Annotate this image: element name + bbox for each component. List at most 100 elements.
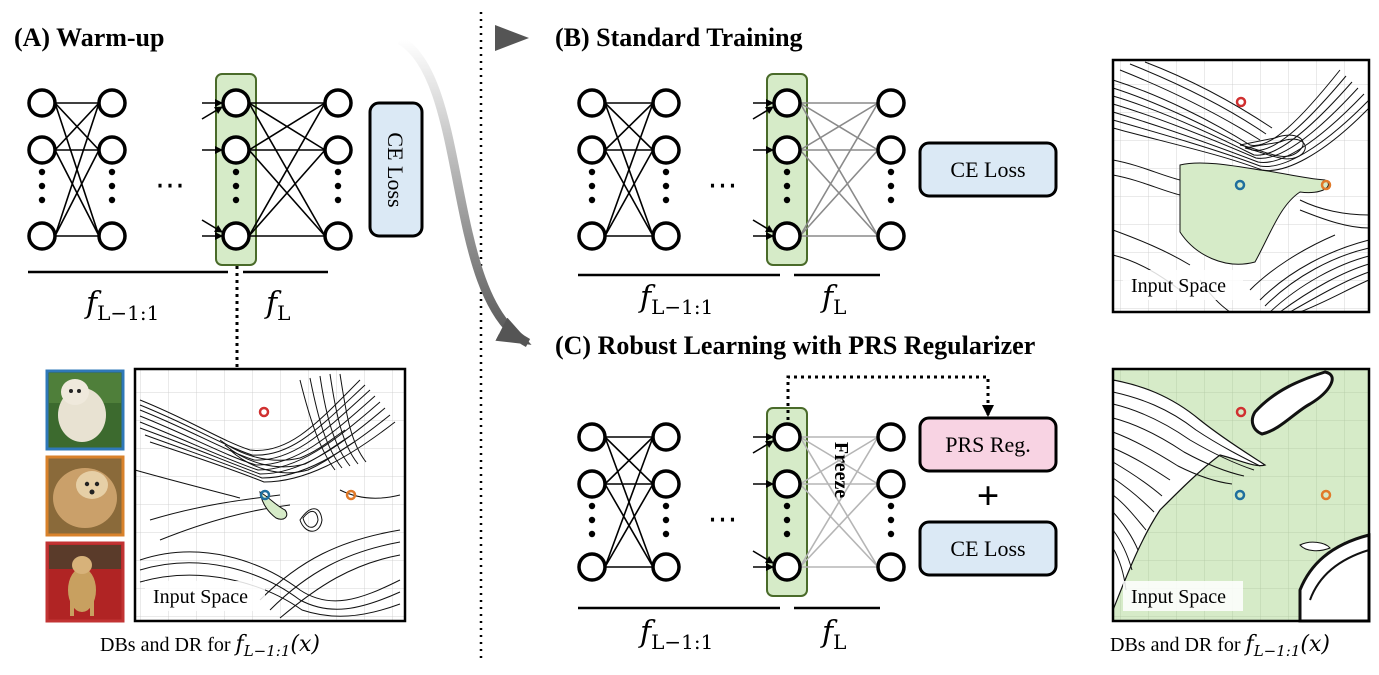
connection-line [604, 149, 654, 237]
panel-c-ce-loss-label: CE Loss [950, 536, 1025, 561]
connection-line [799, 483, 879, 568]
neuron-node [651, 88, 681, 118]
panel-a-network: ⋯ [27, 73, 353, 266]
panel-c-f-rest: fL−1:1 [638, 615, 713, 654]
vertical-ellipsis-dot [887, 196, 895, 204]
vertical-ellipsis-dot [588, 196, 596, 204]
vertical-ellipsis-dot [38, 196, 46, 204]
neuron-node [651, 135, 681, 165]
connection-line [604, 102, 654, 151]
panel-c-f-last: fL [820, 615, 846, 654]
dog-thumbnail-3 [45, 541, 125, 623]
panel-b-f-rest: fL−1:1 [638, 280, 713, 319]
panel-a-title: (A) Warm-up [14, 23, 164, 52]
layer-ellipsis: ⋯ [708, 502, 738, 537]
blue-sample-dot [259, 489, 271, 501]
neuron-node [27, 135, 57, 165]
neuron-node [221, 221, 251, 251]
vertical-ellipsis-dot [588, 168, 596, 176]
vertical-ellipsis-dot [783, 168, 791, 176]
neuron-node [772, 552, 802, 582]
vertical-ellipsis-dot [232, 168, 240, 176]
neuron-node [577, 135, 607, 165]
input-arrow [752, 440, 774, 454]
red-sample-dot [258, 406, 270, 418]
connection-line [604, 436, 654, 568]
panel-c-ce-loss-box [918, 520, 1058, 577]
panel-a-ce-loss-label: CE Loss [383, 132, 408, 207]
vertical-ellipsis-dot [588, 530, 596, 538]
vertical-ellipsis-dot [108, 196, 116, 204]
vertical-ellipsis-dot [232, 196, 240, 204]
connection-line [799, 436, 879, 485]
panel-c-title: (C) Robust Learning with PRS Regularizer [555, 331, 1035, 360]
plus-sign: + [977, 473, 1000, 518]
neuron-node [772, 221, 802, 251]
vertical-ellipsis-dot [232, 182, 240, 190]
blue-sample-dot [1234, 179, 1246, 191]
vertical-ellipsis-dot [662, 516, 670, 524]
panel-b-input-space-label: Input Space [1131, 275, 1226, 297]
vertical-ellipsis-dot [588, 516, 596, 524]
layer-ellipsis: ⋯ [155, 168, 185, 203]
penultimate-layer-highlight [766, 407, 808, 597]
orange-sample-dot [345, 489, 357, 501]
neuron-node [97, 135, 127, 165]
panel-c-caption: DBs and DR for fL−1:1(x) [1110, 632, 1330, 660]
panel-b-f-last: fL [820, 280, 846, 319]
neuron-node [876, 469, 906, 499]
neuron-node [772, 469, 802, 499]
input-arrow [201, 219, 223, 233]
connection-line [799, 102, 879, 151]
connection-line [248, 102, 326, 151]
vertical-ellipsis-dot [108, 182, 116, 190]
neuron-node [577, 552, 607, 582]
orange-sample-dot [1320, 179, 1332, 191]
neuron-node [651, 422, 681, 452]
vertical-ellipsis-dot [783, 502, 791, 510]
neuron-node [27, 221, 57, 251]
red-sample-dot [1235, 406, 1247, 418]
neuron-node [97, 221, 127, 251]
vertical-ellipsis-dot [887, 168, 895, 176]
connection-line [54, 102, 100, 237]
panel-b-title: (B) Standard Training [555, 23, 803, 52]
vertical-ellipsis-dot [334, 168, 342, 176]
neuron-node [876, 552, 906, 582]
connection-line [604, 483, 654, 568]
vertical-ellipsis-dot [662, 182, 670, 190]
connection-line [54, 149, 100, 237]
red-sample-dot [1235, 96, 1247, 108]
neuron-node [651, 552, 681, 582]
neuron-node [221, 88, 251, 118]
connection-line [604, 436, 654, 485]
neuron-node [876, 88, 906, 118]
neuron-node [221, 135, 251, 165]
panel-b-ce-loss-label: CE Loss [950, 157, 1025, 182]
neuron-node [772, 135, 802, 165]
vertical-ellipsis-dot [588, 502, 596, 510]
panel-a-f-last: fL [264, 286, 290, 325]
neuron-node [651, 469, 681, 499]
prs-reg-label: PRS Reg. [945, 432, 1031, 457]
vertical-ellipsis-dot [887, 516, 895, 524]
panel-c-input-space-label: Input Space [1131, 586, 1226, 608]
orange-sample-dot [1320, 489, 1332, 501]
arrow-to-robust-learning [397, 36, 532, 347]
vertical-ellipsis-dot [38, 182, 46, 190]
vertical-ellipsis-dot [662, 530, 670, 538]
panel-b-input-space: Input Space [1111, 58, 1371, 314]
neuron-node [772, 88, 802, 118]
layer-ellipsis: ⋯ [708, 168, 738, 203]
neuron-node [97, 88, 127, 118]
neuron-node [876, 135, 906, 165]
input-arrow [752, 219, 774, 233]
vertical-ellipsis-dot [38, 168, 46, 176]
neuron-node [323, 135, 353, 165]
input-arrow [752, 550, 774, 564]
connection-line [799, 436, 879, 568]
connection-line [248, 149, 326, 237]
panel-a-f-rest: fL−1:1 [84, 286, 159, 325]
prs-reg-box [918, 416, 1058, 473]
